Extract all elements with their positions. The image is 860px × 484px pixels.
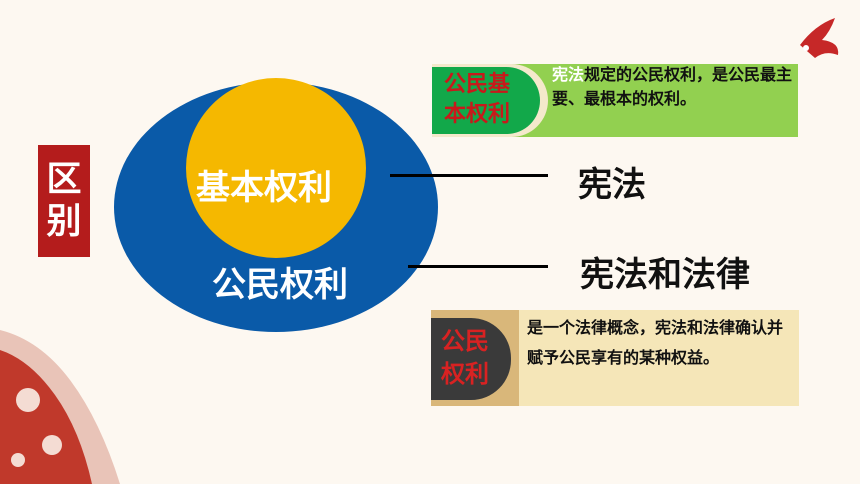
outer-circle-label: 公民权利 [212, 265, 348, 305]
inner-circle [186, 78, 366, 258]
inner-circle-label: 基本权利 [196, 168, 332, 208]
badge-line: 权利 [441, 360, 489, 388]
civil-rights-description: 是一个法律概念，宪法和法律确认并赋予公民享有的某种权益。 [527, 318, 784, 367]
side-label-char: 别 [46, 202, 82, 242]
outer-target-label: 宪法和法律 [580, 255, 750, 295]
civil-rights-badge [431, 318, 511, 400]
basic-rights-badge-text: 公民基 本权利 [444, 70, 544, 130]
plum-blossom-decoration-icon [0, 330, 120, 484]
inner-target-label: 宪法 [578, 165, 646, 205]
civil-rights-badge-text: 公民 权利 [441, 325, 501, 391]
badge-line: 公民 [441, 327, 489, 355]
side-label-difference: 区 别 [38, 145, 90, 257]
basic-rights-badge [432, 67, 540, 134]
badge-line: 本权利 [444, 102, 511, 127]
description-text: 规定的公民权利，是公民最主要、最根本的权利。 [552, 65, 793, 108]
basic-rights-description: 宪法规定的公民权利，是公民最主要、最根本的权利。 [552, 63, 796, 111]
connector-line-inner [390, 174, 548, 177]
connector-line-outer [408, 265, 548, 268]
paper-cut-bird-icon [800, 18, 839, 58]
highlight-text: 宪法 [552, 65, 585, 84]
badge-line: 公民基 [444, 72, 511, 97]
side-label-char: 区 [46, 160, 82, 200]
